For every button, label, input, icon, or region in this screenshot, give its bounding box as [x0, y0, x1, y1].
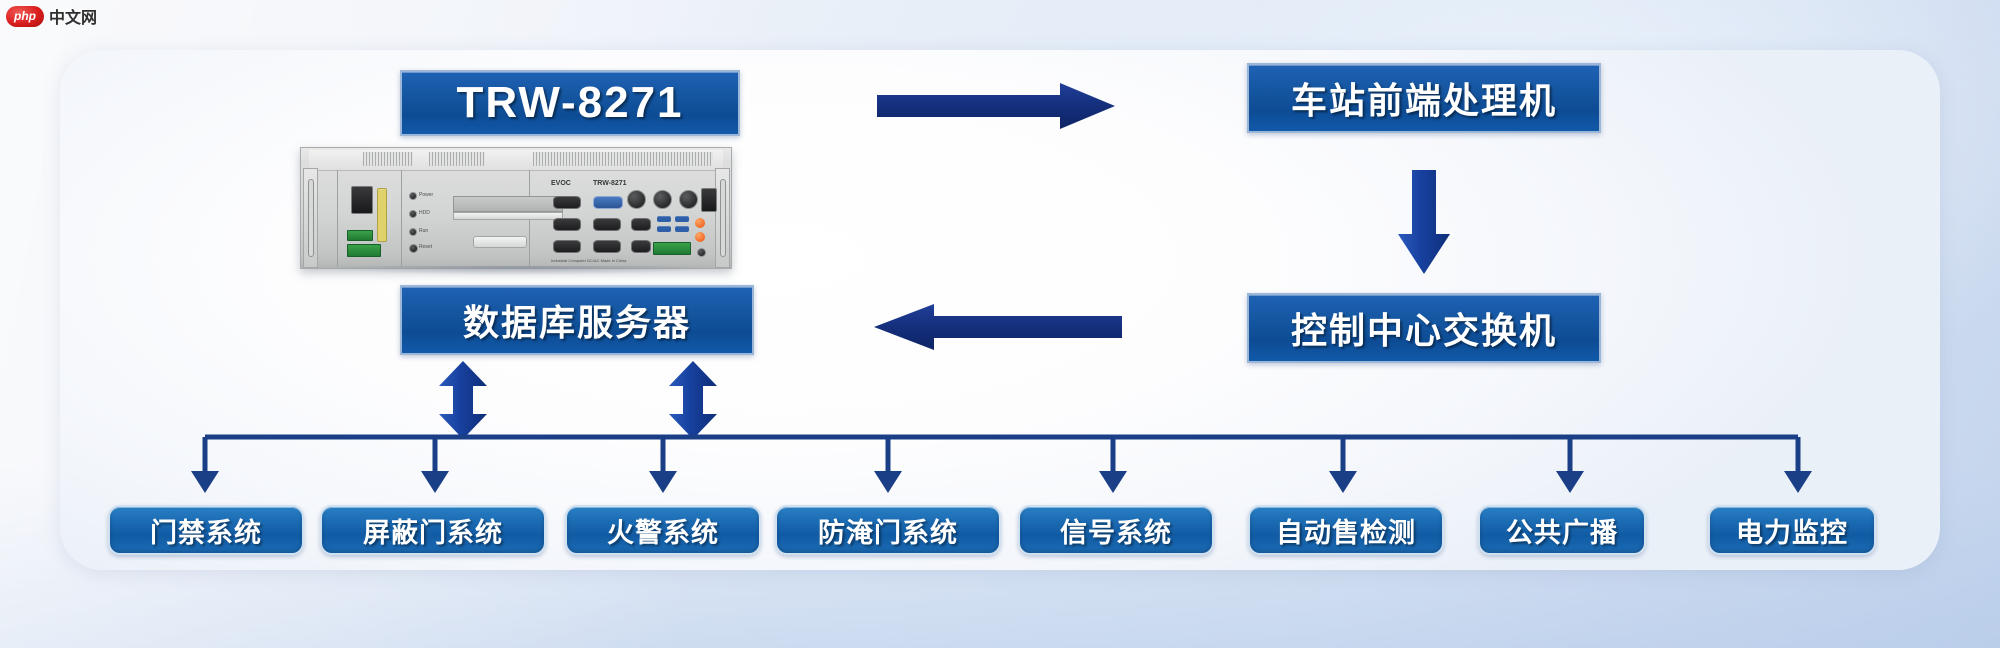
bus-fanout-connector [191, 434, 1812, 493]
arrow-database-bus-right [669, 361, 717, 439]
node-power-monitoring-label: 电力监控 [1736, 517, 1848, 549]
node-platform-screen-door-system-label: 屏蔽门系统 [363, 517, 503, 549]
node-flood-gate-system-label: 防淹门系统 [818, 517, 958, 549]
arrow-database-bus-left [439, 361, 487, 439]
node-signal-system[interactable]: 信号系统 [1018, 505, 1214, 555]
arrow-trw-to-station [877, 83, 1115, 129]
node-fire-alarm-system-label: 火警系统 [607, 517, 719, 549]
node-access-control-system-label: 门禁系统 [150, 517, 262, 549]
node-automatic-fare-collection[interactable]: 自动售检测 [1248, 505, 1444, 555]
node-control-center-switch-label: 控制中心交换机 [1290, 311, 1557, 352]
site-watermark: php 中文网 [6, 4, 97, 28]
node-automatic-fare-collection-label: 自动售检测 [1276, 517, 1416, 549]
node-station-front-end-processor[interactable]: 车站前端处理机 [1247, 63, 1601, 133]
node-public-address-label: 公共广播 [1506, 517, 1618, 549]
php-logo-icon: php [6, 5, 44, 27]
arrow-station-to-switch [1398, 170, 1450, 274]
node-access-control-system[interactable]: 门禁系统 [108, 505, 304, 555]
node-station-front-end-processor-label: 车站前端处理机 [1290, 81, 1557, 122]
node-fire-alarm-system[interactable]: 火警系统 [565, 505, 761, 555]
node-power-monitoring[interactable]: 电力监控 [1708, 505, 1876, 555]
diagram-card [60, 50, 1940, 570]
node-signal-system-label: 信号系统 [1060, 517, 1172, 549]
node-platform-screen-door-system[interactable]: 屏蔽门系统 [320, 505, 546, 555]
node-control-center-switch[interactable]: 控制中心交换机 [1247, 293, 1601, 363]
arrow-switch-to-database [874, 304, 1122, 350]
node-trw-8271-label: TRW-8271 [456, 78, 684, 127]
node-flood-gate-system[interactable]: 防淹门系统 [775, 505, 1001, 555]
node-database-server-label: 数据库服务器 [462, 303, 691, 344]
node-trw-8271[interactable]: TRW-8271 [400, 70, 740, 136]
node-database-server[interactable]: 数据库服务器 [400, 285, 754, 355]
node-public-address[interactable]: 公共广播 [1478, 505, 1646, 555]
watermark-label: 中文网 [49, 8, 98, 27]
trw-8271-device-image: Power HDD Run Reset [300, 147, 732, 275]
